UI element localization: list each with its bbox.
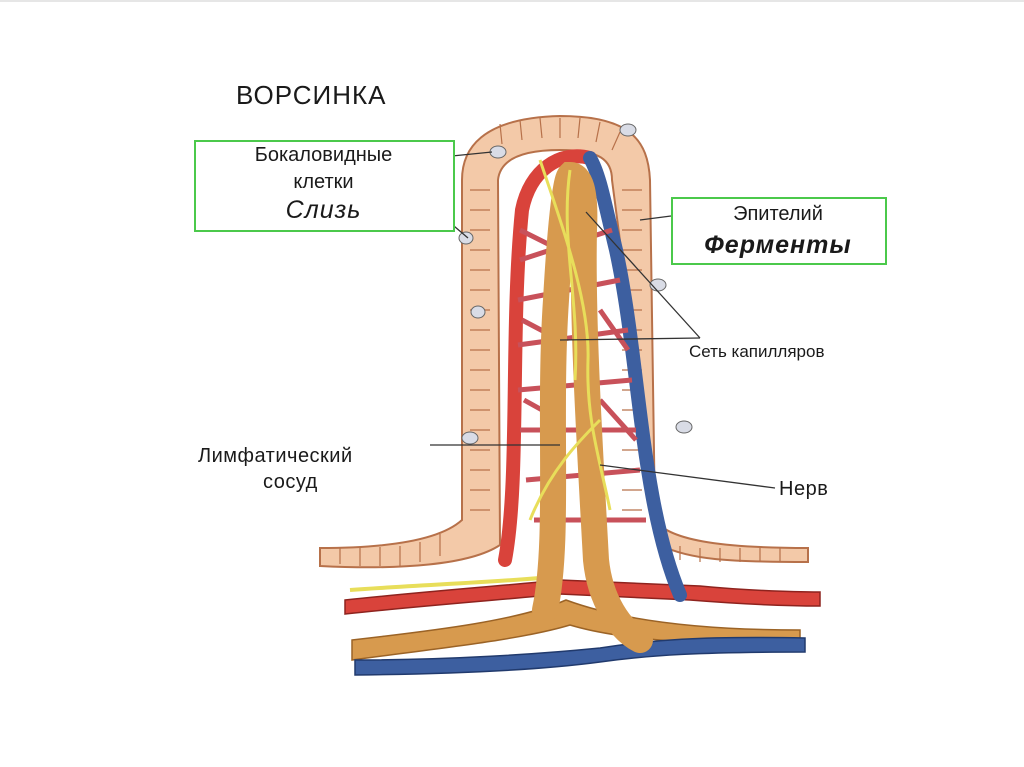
diagram-title: ВОРСИНКА bbox=[236, 80, 386, 111]
lymphatic-vessel-label-line1: Лимфатический bbox=[198, 445, 353, 468]
goblet-cells-label-line2: клетки bbox=[195, 171, 452, 194]
lymphatic-vessel-label-line2: сосуд bbox=[263, 471, 318, 494]
goblet-cells-label-line1: Бокаловидные bbox=[195, 144, 452, 167]
nerve-label: Нерв bbox=[779, 478, 828, 501]
epithelium-label: Эпителий bbox=[671, 203, 885, 226]
epithelium-product: Ферменты bbox=[671, 231, 885, 260]
goblet-cells-product: Слизь bbox=[195, 196, 452, 225]
nerve-leader bbox=[600, 465, 775, 488]
capillary-network-label: Сеть капилляров bbox=[689, 342, 825, 362]
submucosa-vessels bbox=[345, 578, 820, 675]
